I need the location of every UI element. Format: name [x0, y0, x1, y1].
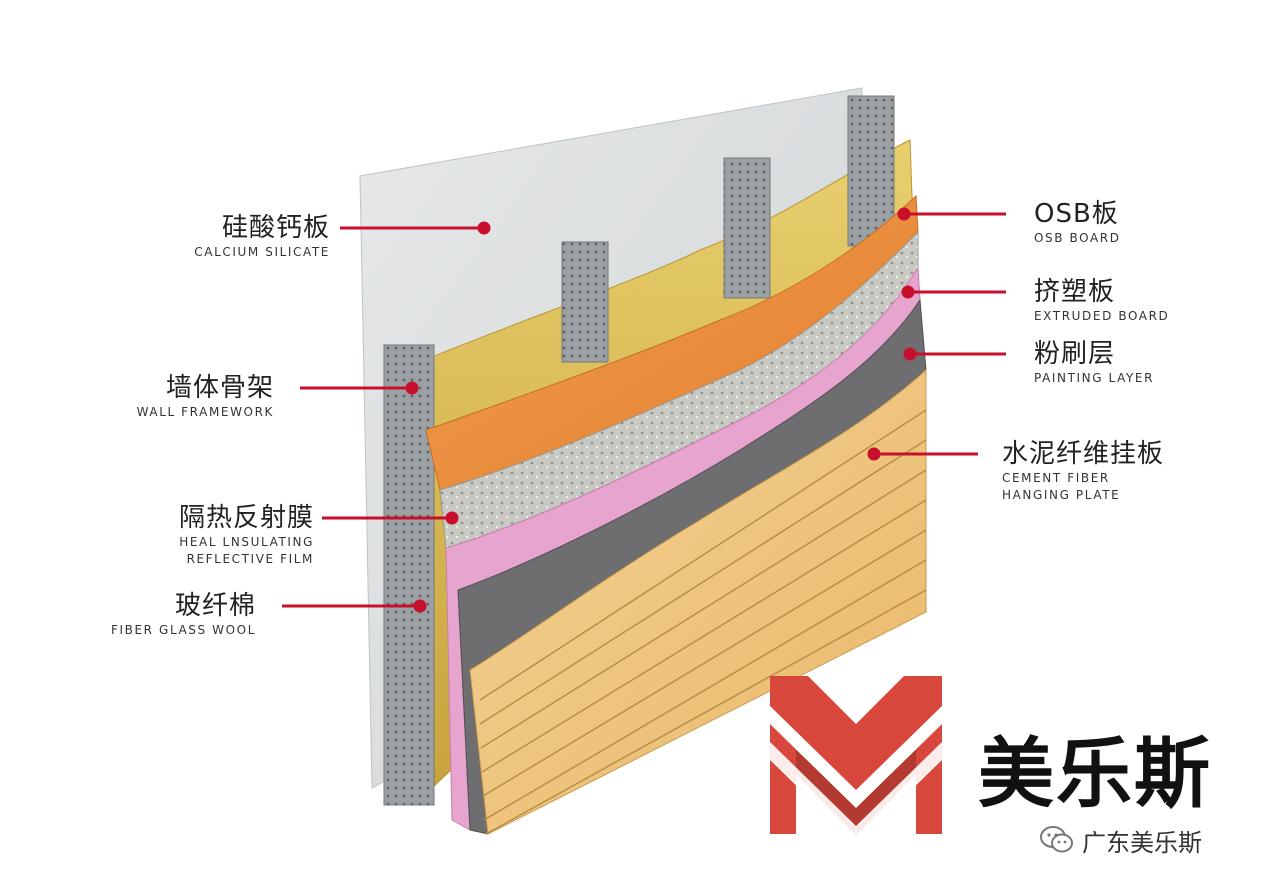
label-reflective-film: 隔热反射膜 HEAL LNSULATING REFLECTIVE FILM	[179, 502, 314, 568]
label-calcium-silicate: 硅酸钙板 CALCIUM SILICATE	[194, 212, 330, 261]
label-en: EXTRUDED BOARD	[1034, 309, 1170, 323]
label-en: OSB BOARD	[1034, 231, 1121, 245]
label-wall-framework: 墙体骨架 WALL FRAMEWORK	[137, 372, 274, 421]
label-fiber-glass-wool: 玻纤棉 FIBER GLASS WOOL	[111, 590, 256, 639]
wechat-icon	[1040, 826, 1073, 853]
cement-fiber-plate-layer	[469, 368, 927, 835]
cement-plate-lines	[479, 409, 927, 835]
wechat-account-name: 广东美乐斯	[1082, 828, 1202, 857]
label-en: CALCIUM SILICATE	[194, 245, 330, 259]
label-zh: 墙体骨架	[165, 373, 274, 403]
label-zh: 粉刷层	[1034, 339, 1116, 369]
label-zh: 玻纤棉	[174, 591, 256, 621]
label-extruded-board: 挤塑板 EXTRUDED BOARD	[1034, 276, 1169, 325]
label-osb-board: OSB板 OSB BOARD	[1034, 198, 1121, 247]
label-en-line1: HEAL LNSULATING	[179, 535, 314, 549]
label-zh: 硅酸钙板	[221, 213, 330, 243]
brand-name: 美乐斯	[978, 729, 1212, 818]
wechat-account: 广东美乐斯	[1040, 822, 1202, 858]
label-en-line1: CEMENT FIBER	[1002, 471, 1110, 485]
label-en: FIBER GLASS WOOL	[111, 623, 256, 637]
label-cement-fiber-plate: 水泥纤维挂板 CEMENT FIBER HANGING PLATE	[1002, 438, 1164, 504]
label-zh: OSB板	[1034, 199, 1119, 229]
label-zh: 隔热反射膜	[178, 503, 314, 533]
label-en-line2: HANGING PLATE	[1002, 488, 1121, 502]
label-en: PAINTING LAYER	[1034, 371, 1155, 385]
label-en-line2: REFLECTIVE FILM	[186, 552, 314, 566]
label-en: WALL FRAMEWORK	[136, 405, 274, 419]
callout-lines	[282, 207, 1006, 613]
label-zh: 挤塑板	[1034, 277, 1116, 307]
label-zh: 水泥纤维挂板	[1002, 439, 1165, 469]
meilesi-logo	[770, 676, 942, 844]
wall-framework-studs	[383, 95, 895, 806]
label-painting-layer: 粉刷层 PAINTING LAYER	[1034, 338, 1154, 387]
